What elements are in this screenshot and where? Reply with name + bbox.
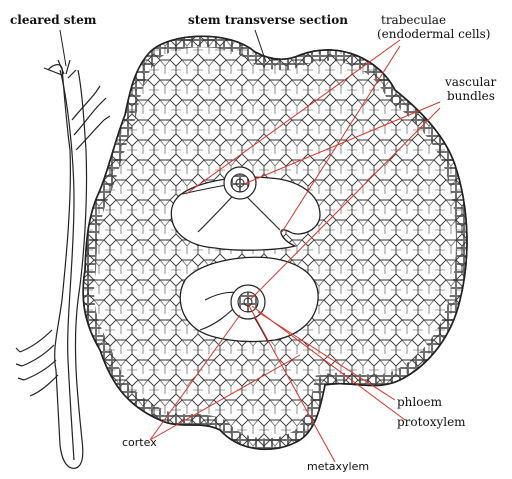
label-cleared-stem: cleared stem: [10, 13, 97, 27]
cleared-stem-pointer: [59, 29, 67, 67]
leader-lines: [149, 39, 441, 463]
transverse-section-pointer: [254, 29, 267, 63]
label-endodermal-cells: (endodermal cells): [377, 27, 491, 41]
pointer-lines: [59, 29, 267, 67]
protoxylem-leader: [251, 305, 406, 421]
vascular-leader-1: [243, 101, 441, 185]
label-phloem: phloem: [397, 395, 442, 409]
trabeculae-leader-2: [281, 45, 401, 233]
label-bundles: bundles: [447, 89, 495, 103]
label-cortex: cortex: [122, 436, 157, 449]
label-vascular: vascular: [445, 75, 497, 89]
stem-transverse-section: [82, 35, 468, 451]
label-metaxylem: metaxylem: [307, 460, 370, 473]
metaxylem-leader: [247, 303, 336, 463]
upper-air-cavity: [170, 176, 321, 251]
label-protoxylem: protoxylem: [397, 415, 466, 429]
vascular-leader-2: [249, 107, 441, 301]
label-stem-transverse-section: stem transverse section: [188, 13, 348, 27]
phloem-leader: [257, 311, 396, 401]
cortex-leader-2: [149, 354, 301, 441]
upper-vascular-bundle: [223, 166, 257, 200]
cortex-leader-1: [149, 314, 241, 441]
cleared-stem-drawing: [15, 59, 111, 469]
trabeculae-leader-1: [185, 39, 401, 195]
label-trabeculae: trabeculae: [381, 13, 447, 27]
